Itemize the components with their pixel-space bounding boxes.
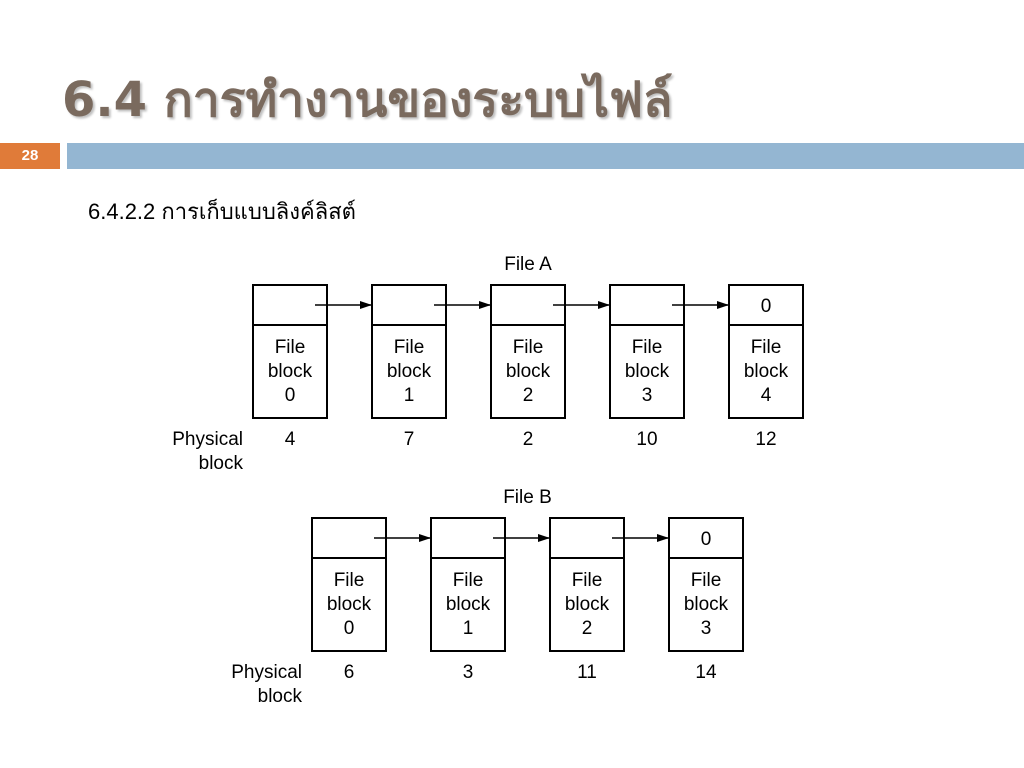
file-block-box bbox=[609, 284, 685, 419]
block-label-line1: File bbox=[334, 570, 365, 591]
file-block-box bbox=[311, 517, 387, 652]
file-block-box bbox=[371, 284, 447, 419]
block-label-line1: File bbox=[394, 337, 425, 358]
block-index: 4 bbox=[761, 385, 772, 406]
block-index: 2 bbox=[582, 618, 593, 639]
physical-block-number: 2 bbox=[523, 429, 534, 450]
block-label-line1: File bbox=[513, 337, 544, 358]
end-of-list-marker: 0 bbox=[761, 296, 772, 317]
block-index: 3 bbox=[642, 385, 653, 406]
physical-block-number: 7 bbox=[404, 429, 415, 450]
block-index: 2 bbox=[523, 385, 534, 406]
physical-block-number: 11 bbox=[577, 662, 597, 683]
section-subtitle: 6.4.2.2 การเก็บแบบลิงค์ลิสต์ bbox=[88, 199, 356, 224]
physical-block-number: 3 bbox=[463, 662, 474, 683]
block-index: 3 bbox=[701, 618, 712, 639]
block-index: 0 bbox=[344, 618, 355, 639]
slide-title: 6.4 การทำงานของระบบไฟล์ bbox=[62, 72, 673, 128]
file-block-box bbox=[668, 517, 744, 652]
physical-label-line2: block bbox=[199, 453, 244, 474]
block-label-line2: block bbox=[744, 361, 789, 382]
block-label-line2: block bbox=[327, 594, 372, 615]
block-label-line2: block bbox=[387, 361, 432, 382]
block-label-line2: block bbox=[565, 594, 610, 615]
block-label-line1: File bbox=[691, 570, 722, 591]
block-index: 1 bbox=[463, 618, 474, 639]
block-label-line2: block bbox=[684, 594, 729, 615]
block-label-line1: File bbox=[453, 570, 484, 591]
header-bar bbox=[67, 143, 1024, 169]
block-label-line1: File bbox=[632, 337, 663, 358]
physical-block-number: 12 bbox=[755, 429, 776, 450]
physical-label-line1: Physical bbox=[231, 662, 302, 683]
block-label-line2: block bbox=[446, 594, 491, 615]
block-label-line2: block bbox=[506, 361, 551, 382]
slide-number-badge: 28 bbox=[0, 143, 60, 169]
physical-block-number: 4 bbox=[285, 429, 296, 450]
physical-label-line2: block bbox=[258, 686, 303, 707]
file-name-label: File A bbox=[504, 254, 552, 275]
physical-label-line1: Physical bbox=[172, 429, 243, 450]
physical-block-number: 6 bbox=[344, 662, 355, 683]
block-index: 1 bbox=[404, 385, 415, 406]
physical-block-number: 10 bbox=[636, 429, 657, 450]
file-name-label: File B bbox=[503, 487, 552, 508]
end-of-list-marker: 0 bbox=[701, 529, 712, 550]
file-block-box bbox=[490, 284, 566, 419]
block-label-line1: File bbox=[572, 570, 603, 591]
block-label-line1: File bbox=[751, 337, 782, 358]
physical-block-number: 14 bbox=[695, 662, 717, 683]
block-index: 0 bbox=[285, 385, 296, 406]
block-label-line1: File bbox=[275, 337, 306, 358]
block-label-line2: block bbox=[268, 361, 313, 382]
block-label-line2: block bbox=[625, 361, 670, 382]
file-block-box bbox=[549, 517, 625, 652]
file-block-box bbox=[430, 517, 506, 652]
file-block-box bbox=[728, 284, 804, 419]
file-block-box bbox=[252, 284, 328, 419]
